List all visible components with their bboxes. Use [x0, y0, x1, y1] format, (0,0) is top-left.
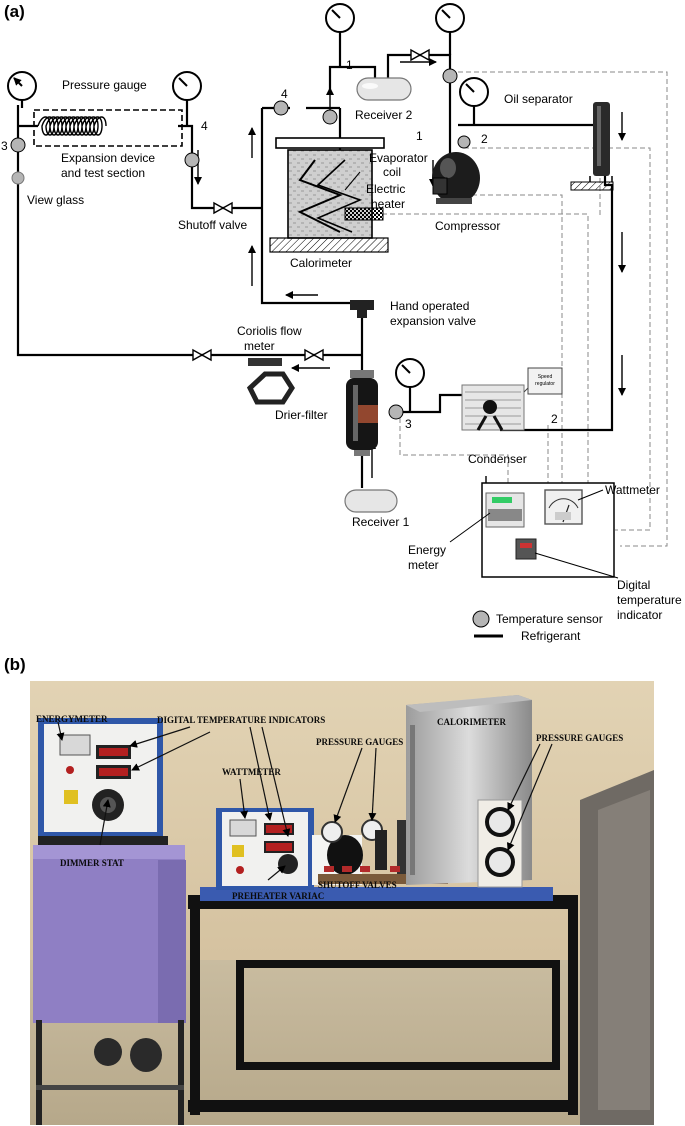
shutoff-valve-icons [192, 48, 430, 362]
panel-a: (a) [1, 2, 682, 643]
speed-regulator-label-1: Speed [538, 374, 553, 380]
annotation-arrows [56, 721, 553, 881]
photo-label-pressure-gauges-2: PRESSURE GAUGES [536, 733, 623, 743]
hand-expansion-valve [350, 300, 374, 318]
legend-sensor: Temperature sensor [496, 612, 603, 626]
label-oil-separator: Oil separator [504, 92, 573, 106]
leader-lines [344, 171, 619, 579]
pressure-gauge-condenser [395, 358, 425, 412]
meters-panel [481, 482, 615, 578]
label-compressor: Compressor [435, 219, 500, 233]
label-condenser: Condenser [468, 452, 527, 466]
pressure-gauge-compressor [459, 77, 489, 125]
photo-label-digital-temperature-indicators: DIGITAL TEMPERATURE INDICATORS [157, 715, 325, 725]
expansion-device-test-section [33, 109, 183, 147]
point-4-left: 4 [201, 119, 208, 133]
panel-b-letter: (b) [4, 655, 26, 674]
label-hand-valve-2: expansion valve [390, 314, 476, 328]
label-heater-2: heater [371, 197, 405, 211]
coriolis-flow-meter [246, 358, 295, 405]
receiver-1 [344, 489, 398, 513]
label-calorimeter: Calorimeter [290, 256, 352, 270]
label-energy-meter-1: Energy [408, 543, 446, 557]
point-2-condenser: 2 [551, 412, 558, 426]
label-receiver-1: Receiver 1 [352, 515, 410, 529]
pressure-gauge-expansion-outlet [172, 71, 202, 126]
label-dti-1: Digital [617, 578, 650, 592]
label-view-glass: View glass [27, 193, 84, 207]
energy-meter-icon [485, 492, 525, 528]
photo-label-pressure-gauges-1: PRESSURE GAUGES [316, 737, 403, 747]
label-dti-3: indicator [617, 608, 662, 622]
control-wiring [374, 71, 668, 547]
label-energy-meter-2: meter [408, 558, 439, 572]
label-shutoff-valve: Shutoff valve [178, 218, 247, 232]
digital-temperature-indicator-icon [515, 538, 537, 560]
label-drier-filter: Drier-filter [275, 408, 328, 422]
point-1-compressor: 1 [416, 129, 423, 143]
point-3-left: 3 [1, 139, 8, 153]
photo [30, 681, 654, 1125]
drier-filter [346, 370, 378, 456]
photo-label-preheater-variac: PREHEATER VARIAC [232, 891, 324, 901]
label-expansion-device-1: Expansion device [61, 151, 155, 165]
compressor [432, 152, 480, 204]
speed-regulator-label-2: regulator [535, 381, 555, 387]
label-heater-1: Electric [366, 182, 405, 196]
label-evaporator-1: Evaporator [369, 151, 428, 165]
oil-separator [570, 102, 614, 191]
photo-label-energymeter: ENERGYMETER [36, 714, 108, 724]
label-coriolis-2: meter [244, 339, 275, 353]
point-3-drier: 3 [405, 417, 412, 431]
label-receiver-2: Receiver 2 [355, 108, 413, 122]
legend: Temperature sensor Refrigerant [472, 610, 603, 643]
photo-label-wattmeter: WATTMETER [222, 767, 281, 777]
legend-refrigerant: Refrigerant [521, 629, 581, 643]
panel-b: (b) [4, 655, 654, 1125]
pressure-gauge-receiver-2 [435, 3, 465, 55]
point-2-compressor: 2 [481, 132, 488, 146]
label-coriolis-1: Coriolis flow [237, 324, 302, 338]
pressure-gauge-left [7, 71, 37, 108]
photo-label-dimmer-stat: DIMMER STAT [60, 858, 124, 868]
wattmeter-icon [544, 489, 583, 525]
label-dti-2: temperature [617, 593, 682, 607]
photo-label-calorimeter: CALORIMETER [437, 717, 507, 727]
temperature-sensors [10, 68, 471, 420]
condenser: Speed regulator [461, 367, 563, 431]
point-4-calorimeter: 4 [281, 87, 288, 101]
pressure-gauge-evaporator-outlet [325, 3, 355, 67]
label-evaporator-2: coil [383, 165, 401, 179]
label-pressure-gauge: Pressure gauge [62, 78, 147, 92]
calorimeter [269, 137, 389, 253]
label-expansion-device-2: and test section [61, 166, 145, 180]
label-wattmeter: Wattmeter [605, 483, 660, 497]
label-hand-valve-1: Hand operated [390, 299, 469, 313]
panel-a-letter: (a) [4, 2, 25, 21]
photo-label-shutoff-valves: SHUTOFF VALVES [318, 880, 397, 890]
point-1-top: 1 [346, 58, 353, 72]
receiver-2 [356, 77, 412, 101]
